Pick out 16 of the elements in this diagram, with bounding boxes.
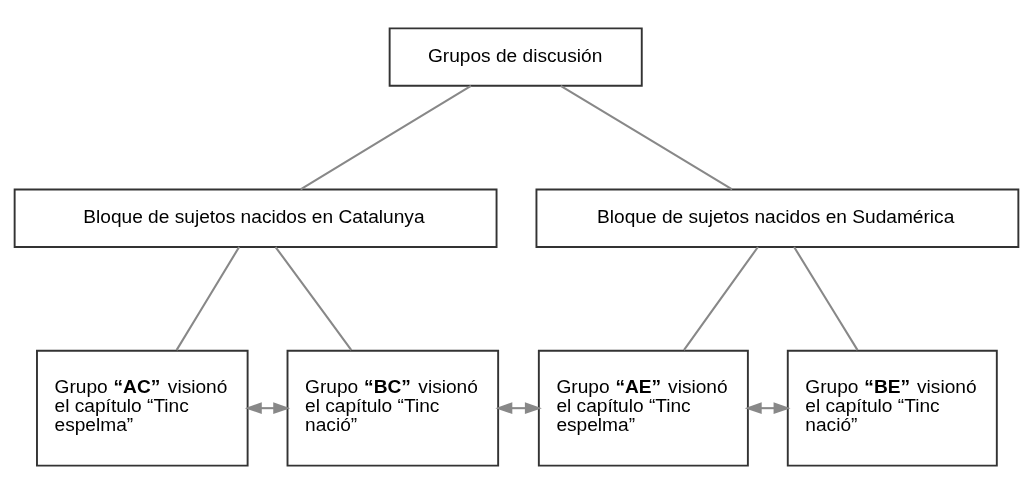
node-box: Bloque de sujetos nacidos en Catalunya (13, 188, 498, 248)
connector (560, 84, 733, 191)
node-box: Grupo “BE” visionó el capítulo “Tinc nació” (786, 349, 998, 467)
node-box: Grupo “AE” visionó el capítulo “Tinc espelma” (537, 349, 749, 467)
arrow (244, 402, 291, 415)
connector (793, 246, 859, 351)
node-box: Grupo “BC” visionó el capítulo “Tinc nació” (286, 349, 500, 467)
arrow (744, 402, 791, 415)
connector (300, 84, 472, 191)
node-box: Grupo “AC” visionó el capítulo “Tinc espelma” (36, 349, 249, 467)
connector (274, 246, 353, 351)
connector (683, 246, 759, 351)
connector (175, 246, 240, 351)
node-box: Grupos de discusión (388, 27, 643, 87)
node-box: Bloque de sujetos nacidos en Sudamérica (535, 188, 1020, 248)
arrow (495, 402, 542, 415)
